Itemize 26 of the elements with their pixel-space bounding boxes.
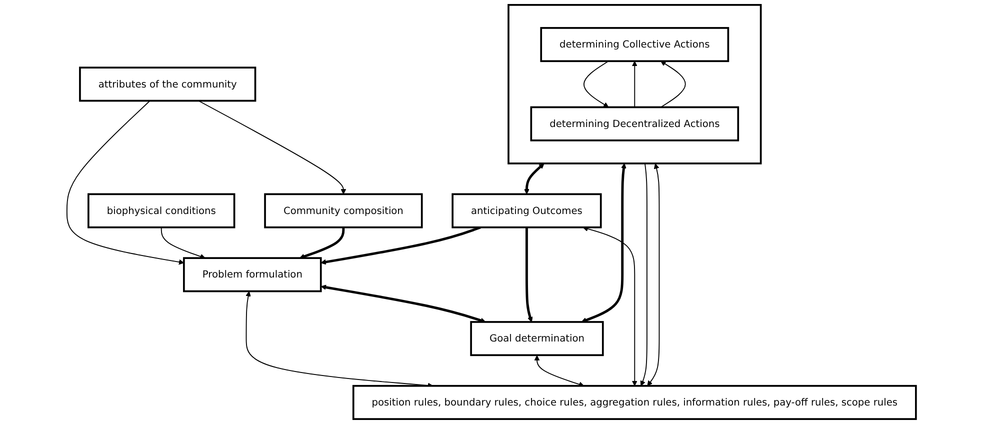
arrow bbox=[524, 163, 544, 194]
node-box: determining Collective Actions bbox=[540, 27, 729, 62]
node-box: position rules, boundary rules, choice rules, aggregation rules, information rules, pay-off rules, scope rules bbox=[352, 384, 916, 420]
arrow bbox=[320, 226, 481, 265]
arrow bbox=[320, 284, 486, 324]
arrow bbox=[640, 163, 647, 386]
arrow bbox=[646, 163, 660, 386]
arrow bbox=[660, 60, 686, 108]
arrow bbox=[632, 60, 637, 108]
node-box: attributes of the community bbox=[78, 66, 256, 102]
arrow bbox=[582, 226, 637, 386]
arrow bbox=[160, 226, 205, 260]
arrow bbox=[66, 100, 184, 265]
node-box: biophysical conditions bbox=[87, 193, 235, 228]
node-box: Community composition bbox=[264, 193, 422, 228]
arrow bbox=[534, 355, 584, 387]
arrow bbox=[583, 60, 608, 108]
cluster bbox=[507, 4, 762, 164]
node-box: anticipating Outcomes bbox=[451, 193, 602, 228]
arrow bbox=[298, 227, 344, 260]
node-box: determining Decentralized Actions bbox=[530, 106, 739, 142]
arrow bbox=[198, 100, 346, 194]
node-box: Problem formulation bbox=[182, 257, 322, 292]
arrow bbox=[525, 227, 532, 322]
node-box: Goal determination bbox=[470, 321, 604, 356]
arrow bbox=[580, 163, 626, 323]
